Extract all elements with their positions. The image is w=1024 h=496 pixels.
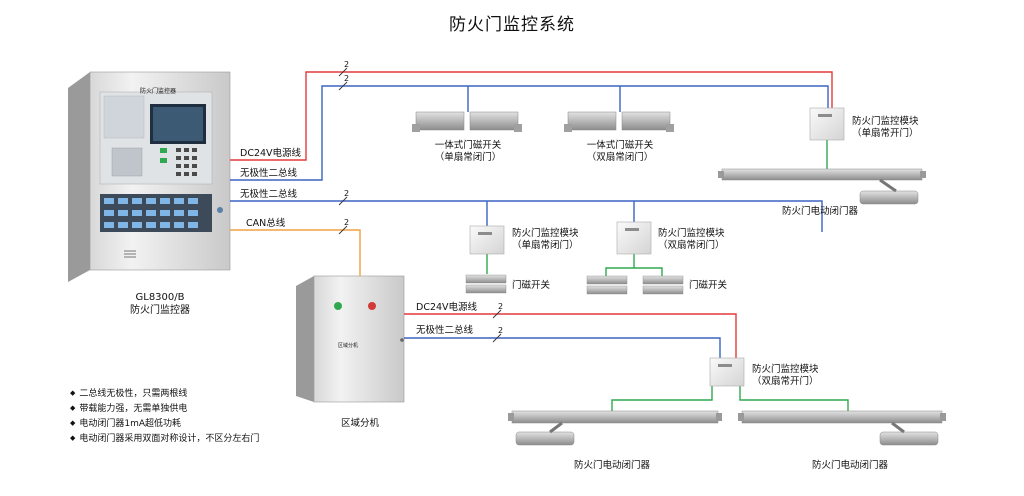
door-closer-left xyxy=(508,410,722,446)
wire-count-power: 2 xyxy=(344,60,350,69)
power-wire-label-lower: DC24V电源线 xyxy=(416,302,478,313)
bus-wire-label-lower: 无极性二总线 xyxy=(416,325,474,336)
diagram-title: 防火门监控系统 xyxy=(449,15,575,35)
bus-wire-label: 无极性二总线 xyxy=(240,168,298,179)
bus-wire-label-2: 无极性二总线 xyxy=(240,189,298,200)
feature-item: 二总线无极性，只需两根线 xyxy=(70,386,259,401)
can-wire-label: CAN总线 xyxy=(246,218,286,229)
wire-count-marks xyxy=(338,67,502,343)
wiring xyxy=(230,71,833,358)
door-switch-single xyxy=(465,274,507,294)
feature-list: 二总线无极性，只需两根线 带载能力强，无需单独供电 电动闭门器1mA超低功耗 电… xyxy=(70,386,259,446)
door-closer-right xyxy=(738,410,946,446)
magnet-double-label: 一体式门磁开关（双扇常闭门） xyxy=(586,140,654,163)
module-double-closed-label: 防火门监控模块（双扇常闭门） xyxy=(658,228,725,251)
module-double-open-label: 防火门监控模块（双扇常开门） xyxy=(752,364,819,387)
door-closer-top xyxy=(718,168,926,205)
distributor-name: 区域分机 xyxy=(340,418,379,429)
wire-count-bus-lower: 2 xyxy=(498,326,504,335)
wire-count-can: 2 xyxy=(344,218,350,227)
monitor-module-double-closed xyxy=(616,221,652,255)
controller-name: 防火门监控器 xyxy=(130,305,190,316)
area-distributor xyxy=(296,275,405,403)
door-switch-double xyxy=(586,275,684,295)
controller-panel-label: 防火门监控器 xyxy=(140,88,177,95)
door-switch-label-1: 门磁开关 xyxy=(512,280,551,291)
feature-item: 电动闭门器采用双面对称设计，不区分左右门 xyxy=(70,431,259,446)
closer-top-label: 防火门电动闭门器 xyxy=(781,206,858,217)
door-switch-label-2: 门磁开关 xyxy=(689,280,728,291)
fire-door-controller xyxy=(68,71,231,282)
monitor-module-single-closed xyxy=(469,225,505,255)
monitor-module-single-open xyxy=(809,107,845,141)
closer-left-label: 防火门电动闭门器 xyxy=(573,460,650,471)
magnet-single-label: 一体式门磁开关（单扇常闭门） xyxy=(434,140,502,163)
wire-count-power-lower: 2 xyxy=(498,302,504,311)
module-single-open-label: 防火门监控模块（单扇常开门） xyxy=(852,116,919,139)
module-links xyxy=(486,140,849,412)
closer-right-label: 防火门电动闭门器 xyxy=(811,460,888,471)
wire-count-bus-2: 2 xyxy=(344,189,350,198)
module-single-closed-label: 防火门监控模块（单扇常闭门） xyxy=(512,228,579,251)
monitor-module-double-open xyxy=(709,357,745,387)
feature-item: 带载能力强，无需单独供电 xyxy=(70,401,259,416)
distributor-panel-label: 区域分机 xyxy=(338,343,359,349)
power-wire-label: DC24V电源线 xyxy=(240,148,302,159)
door-magnet-switch-double xyxy=(564,111,674,132)
controller-model: GL8300/B xyxy=(135,292,185,303)
wire-count-bus: 2 xyxy=(344,74,350,83)
door-magnet-switch-single xyxy=(412,111,522,132)
feature-item: 电动闭门器1mA超低功耗 xyxy=(70,416,259,431)
